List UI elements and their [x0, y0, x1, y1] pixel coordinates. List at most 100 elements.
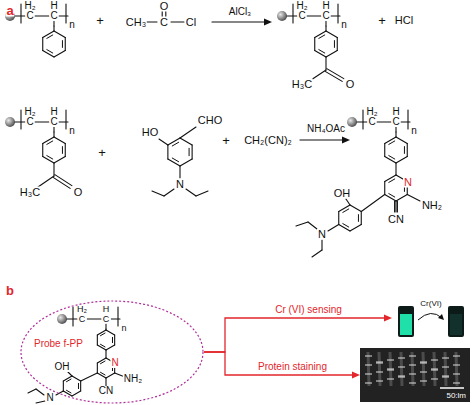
bond-line — [43, 137, 54, 144]
bond-line — [72, 391, 81, 396]
bond-line — [385, 195, 396, 202]
atom-label: C — [297, 11, 306, 21]
bond-line — [377, 121, 391, 122]
repeat-index: n — [120, 324, 127, 333]
bond-line — [97, 330, 106, 335]
atom-label: H₃C — [291, 79, 313, 90]
bond-line — [300, 139, 344, 140]
protein-band — [420, 362, 427, 363]
benzene-ring — [385, 137, 408, 163]
bond-line — [350, 205, 361, 212]
bond-line — [53, 163, 54, 176]
atom-label: C — [367, 117, 376, 127]
bond-line — [321, 240, 322, 250]
bond-line — [385, 175, 396, 182]
atom-label: H₂ — [365, 107, 378, 117]
protein-band — [420, 381, 427, 382]
gel-lane — [401, 352, 402, 386]
atom-label: NH₂ — [123, 374, 143, 384]
protein-band — [365, 356, 372, 357]
bond-line — [338, 212, 339, 225]
bond-line — [180, 127, 196, 138]
protein-band — [409, 365, 416, 366]
bond-line — [168, 159, 180, 166]
bond-line — [43, 157, 54, 164]
atom-label: H₂ — [76, 305, 88, 314]
benzene-ring — [97, 330, 114, 350]
bond-line — [314, 38, 315, 51]
atom-label: O — [345, 79, 356, 90]
bond-line — [343, 224, 349, 227]
atom-label: CN — [387, 214, 405, 225]
bond-line — [105, 324, 106, 329]
bond-line — [389, 141, 395, 144]
atom-label: H — [102, 305, 111, 314]
atom-label: C — [159, 17, 169, 28]
bond-line — [106, 330, 115, 335]
bond-line — [401, 121, 410, 122]
scale-label: 50:lm — [446, 392, 466, 400]
bond-line — [106, 345, 115, 350]
bond-line — [339, 225, 350, 232]
atom-label: C — [321, 11, 330, 21]
protein-band — [387, 379, 394, 380]
bond-line — [179, 166, 180, 178]
bond-line — [307, 15, 321, 16]
bond-line — [47, 156, 53, 159]
atom-label: H₂ — [23, 107, 36, 117]
bond-line — [167, 145, 168, 159]
branch-arrow — [204, 315, 392, 353]
bond-line — [396, 195, 407, 202]
bond-line — [339, 205, 350, 212]
plus-sign: + — [95, 14, 105, 27]
fluorescent-solution — [400, 314, 412, 335]
bond-line — [65, 110, 66, 129]
edge-label: Cr (VI) sensing — [274, 305, 343, 315]
bond-line — [97, 335, 98, 345]
bond-line — [325, 26, 326, 31]
scale-bar — [440, 387, 464, 389]
bond-line — [106, 373, 115, 378]
bond-line — [292, 4, 293, 23]
bond-line — [337, 38, 338, 51]
bond-line — [315, 51, 326, 58]
atom-label: CN — [98, 386, 114, 396]
branch-arrow — [204, 352, 360, 379]
bond-line — [42, 38, 43, 51]
bond-line — [59, 121, 68, 122]
bond-line — [384, 144, 385, 157]
vial-photo: Cr(VI) — [392, 298, 470, 338]
benzene-ring — [43, 137, 66, 163]
panel-letter: a — [5, 4, 14, 17]
repeat-index: n — [68, 20, 76, 30]
benzene-ring — [315, 31, 338, 57]
atom-label: N — [175, 179, 185, 190]
byproduct-label: HCl — [394, 15, 414, 26]
bond-line — [315, 31, 326, 38]
protein-band — [409, 383, 416, 384]
bond-line — [97, 358, 106, 363]
bond-line — [395, 132, 396, 137]
protein-band — [398, 377, 405, 378]
bond-line — [47, 141, 53, 144]
atom-label: H — [321, 1, 330, 11]
bond-line — [326, 51, 337, 58]
bond-line — [28, 389, 36, 393]
bond-line — [53, 26, 54, 31]
bond-line — [54, 31, 65, 38]
protein-band — [420, 363, 427, 364]
bond-line — [105, 350, 106, 358]
polymer-bead — [277, 11, 287, 21]
bond-line — [337, 4, 338, 23]
curved-arrow — [418, 313, 442, 320]
protein-band — [376, 363, 383, 364]
atom-label: C — [25, 11, 34, 21]
bond-line — [97, 373, 106, 378]
atom-label: C — [49, 117, 58, 127]
protein-band — [376, 372, 383, 373]
bond-line — [384, 182, 385, 195]
bond-line — [346, 199, 350, 205]
probe-ellipse-art — [20, 300, 204, 404]
plus-sign: + — [97, 146, 107, 159]
atom-label: H — [49, 1, 58, 11]
